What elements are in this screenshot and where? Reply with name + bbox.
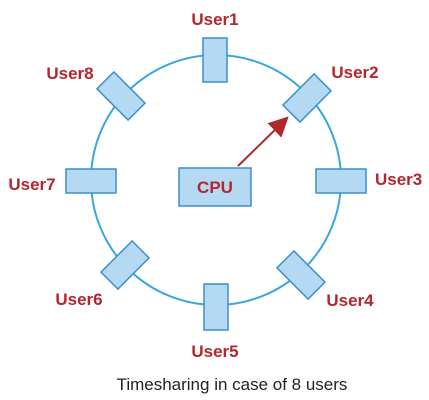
user3-terminal bbox=[315, 168, 367, 194]
user6-terminal bbox=[99, 239, 151, 291]
user4-label: User4 bbox=[326, 291, 374, 310]
user7-terminal bbox=[65, 168, 117, 194]
user5-terminal bbox=[203, 283, 229, 331]
user8-label: User8 bbox=[46, 64, 93, 83]
user7-label: User7 bbox=[8, 175, 55, 194]
cpu-to-user2-arrow bbox=[237, 116, 289, 167]
cpu-label: CPU bbox=[197, 178, 233, 197]
user4-terminal bbox=[275, 249, 327, 301]
user6-label: User6 bbox=[55, 290, 102, 309]
user2-terminal bbox=[281, 72, 333, 124]
user2-label: User2 bbox=[331, 63, 378, 82]
user3-label: User3 bbox=[375, 170, 422, 189]
user1-label: User1 bbox=[191, 10, 238, 29]
cpu-box bbox=[178, 167, 252, 207]
user1-terminal bbox=[202, 37, 228, 83]
user8-terminal bbox=[95, 70, 147, 122]
user5-label: User5 bbox=[191, 342, 238, 361]
user-labels: User1 User2 User3 User4 User5 User6 User… bbox=[8, 10, 422, 361]
terminals bbox=[65, 37, 367, 331]
diagram-caption: Timesharing in case of 8 users bbox=[117, 375, 348, 394]
